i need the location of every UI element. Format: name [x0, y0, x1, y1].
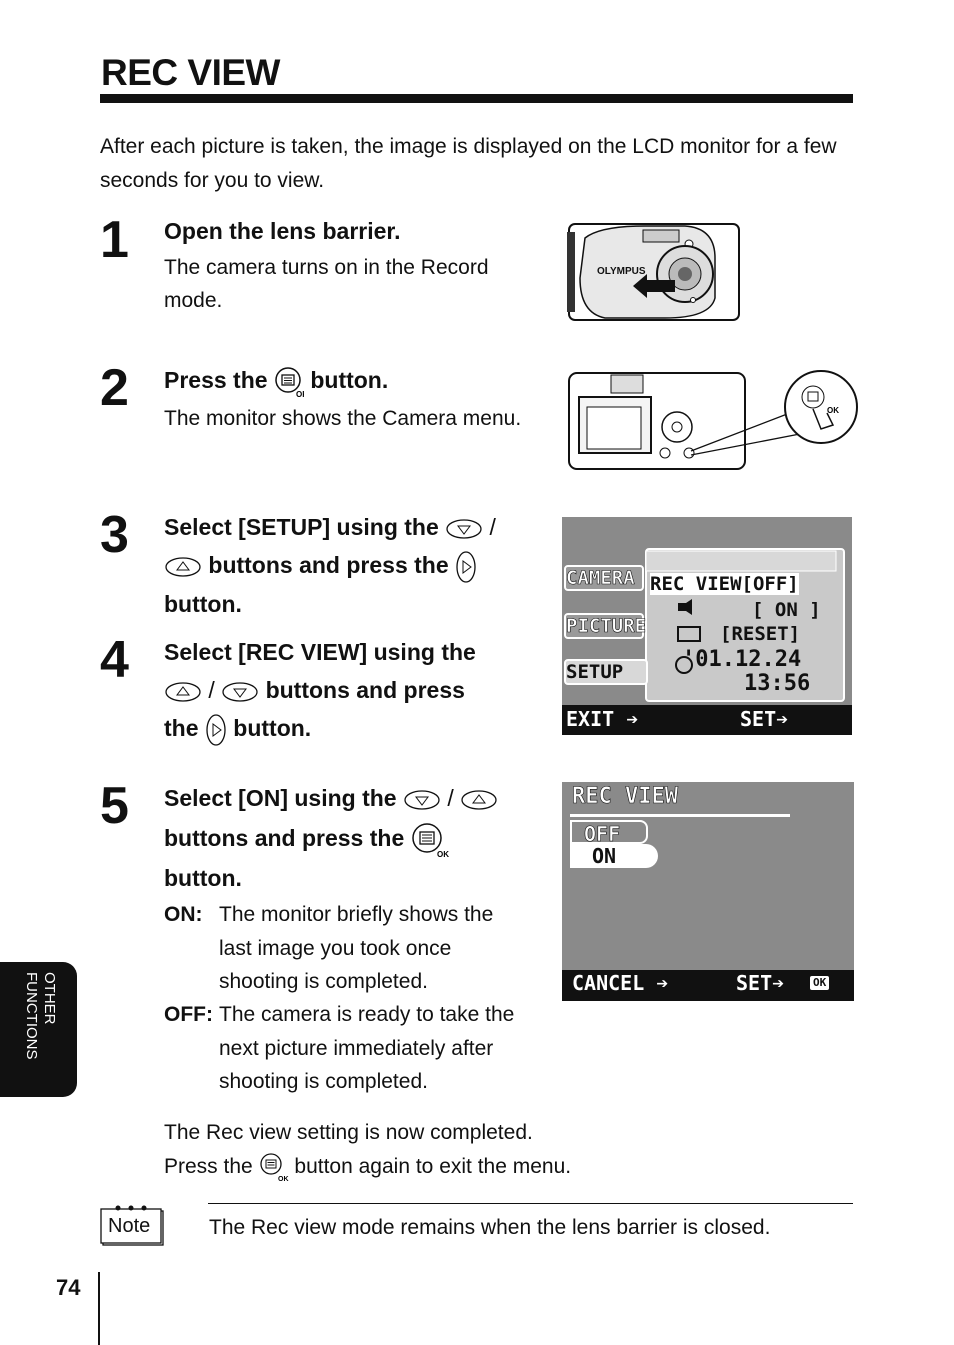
step-4-line-2-text: buttons and press	[265, 677, 465, 703]
section-side-tab: OTHER FUNCTIONS	[0, 962, 77, 1097]
lcd-row-icons	[675, 599, 701, 674]
step-1-heading: Open the lens barrier.	[164, 218, 401, 244]
lcd2-option-on: ON	[570, 844, 658, 868]
option-off-label: OFF:	[164, 1003, 213, 1026]
up-button-icon	[165, 557, 201, 577]
lcd-tab-camera: CAMERA	[564, 565, 644, 591]
down-button-icon	[404, 790, 440, 810]
camera-back-illustration: OK	[568, 370, 858, 470]
right-button-icon	[456, 551, 476, 583]
step-5-line-2-text: buttons and press the	[164, 825, 405, 851]
completion-line-2-pre: Press the	[164, 1155, 253, 1178]
step-2-heading: Press the OK button.	[164, 361, 388, 399]
step-4-number: 4	[100, 631, 129, 689]
step-2-body: The monitor shows the Camera menu.	[164, 407, 522, 430]
lcd2-footer	[562, 970, 854, 1001]
lcd-exit-label: EXIT ➔	[566, 707, 639, 731]
lcd-row-date: '01.12.24	[682, 647, 802, 672]
lcd-setup-menu: CAMERA PICTURE SETUP REC VIEW[OFF] [ ON …	[562, 517, 852, 735]
lcd2-option-off: OFF	[570, 820, 648, 846]
lcd-row-reset: [RESET]	[720, 623, 801, 645]
option-on-line: The monitor briefly shows the	[219, 903, 494, 926]
page-number-rule	[98, 1272, 100, 1345]
intro-text: After each picture is taken, the image i…	[100, 135, 837, 192]
note-badge-label: Note	[108, 1215, 151, 1237]
lcd2-set-label: SET➔	[736, 971, 785, 995]
lcd-recview-menu: REC VIEW OFF ON CANCEL ➔ SET➔ OK	[562, 782, 854, 1001]
menu-ok-button-icon: OK	[411, 823, 449, 858]
lcd2-title: REC VIEW	[572, 784, 679, 810]
completion-line-2: Press the OK button again to exit the me…	[164, 1150, 724, 1183]
lcd-row-recview: REC VIEW[OFF]	[650, 573, 799, 595]
step-3-line-1-text: Select [SETUP] using the	[164, 514, 439, 540]
menu-ok-button-icon: OK	[275, 367, 304, 398]
note-text: The Rec view mode remains when the lens …	[209, 1216, 771, 1239]
note-badge: Note	[100, 1203, 166, 1247]
svg-text:OK: OK	[278, 1176, 289, 1182]
option-off-line: shooting is completed.	[219, 1070, 428, 1093]
step-2-heading-post: button.	[310, 367, 389, 393]
camera-ok-text: OK	[827, 406, 839, 415]
step-5-line-1: Select [ON] using the /	[164, 779, 498, 817]
lcd-row-on: [ ON ]	[752, 599, 821, 621]
section-side-tab-label: OTHER FUNCTIONS	[23, 972, 58, 1060]
lcd-set-label: SET➔	[740, 707, 789, 731]
slash-text: /	[208, 677, 215, 703]
step-5-line-2: buttons and press the OK	[164, 819, 453, 858]
page-number: 74	[56, 1275, 81, 1300]
camera-brand-text: OLYMPUS	[597, 266, 646, 277]
down-button-icon	[446, 519, 482, 539]
option-off-line: The camera is ready to take the	[219, 1003, 515, 1026]
step-3-line-2: buttons and press the	[164, 546, 477, 584]
page-title: REC VIEW	[101, 52, 280, 93]
completion-line-2-post: button again to exit the menu.	[294, 1155, 572, 1178]
down-button-icon	[222, 682, 258, 702]
option-off: OFF: The camera is ready to take the next…	[164, 998, 554, 1099]
step-3-line-2-text: buttons and press the	[208, 552, 449, 578]
option-on-label: ON:	[164, 903, 203, 926]
step-2-heading-pre: Press the	[164, 367, 268, 393]
step-3-line-1: Select [SETUP] using the /	[164, 508, 496, 546]
step-4-line-1: Select [REC VIEW] using the	[164, 639, 476, 665]
slash-text: /	[447, 785, 454, 811]
option-on: ON: The monitor briefly shows the last im…	[164, 898, 544, 999]
step-5-number: 5	[100, 777, 129, 835]
slash-text: /	[489, 514, 496, 540]
lcd2-title-rule	[570, 814, 790, 817]
option-off-line: next picture immediately after	[219, 1036, 494, 1060]
note-rule	[208, 1203, 853, 1204]
option-on-line: shooting is completed.	[219, 970, 428, 993]
step-4-line-3: the button.	[164, 709, 311, 747]
step-4-line-2: / buttons and press	[164, 671, 465, 709]
camera-front-illustration: OLYMPUS	[567, 223, 740, 321]
lcd-tab-picture: PICTURE	[564, 613, 647, 639]
step-1-number: 1	[100, 211, 129, 269]
step-5-line-1-text: Select [ON] using the	[164, 785, 397, 811]
svg-text:OK: OK	[296, 390, 304, 398]
step-3-number: 3	[100, 506, 129, 564]
title-rule	[100, 94, 853, 103]
option-on-line: last image you took once	[219, 936, 452, 960]
lcd2-ok-badge: OK	[810, 976, 830, 990]
svg-text:OK: OK	[437, 850, 449, 858]
lcd-row-time: 13:56	[744, 671, 811, 696]
up-button-icon	[461, 790, 497, 810]
step-3-line-3: button.	[164, 591, 242, 617]
step-5-line-3: button.	[164, 865, 242, 891]
step-2-number: 2	[100, 359, 129, 417]
step-4-line-3-pre: the	[164, 715, 199, 741]
up-button-icon	[165, 682, 201, 702]
lcd-tab-setup: SETUP	[564, 659, 648, 685]
lcd2-cancel-label: CANCEL ➔	[572, 971, 669, 995]
right-button-icon	[206, 714, 226, 746]
menu-ok-button-icon: OK	[259, 1153, 289, 1182]
step-4-line-3-post: button.	[233, 715, 312, 741]
step-1-body: The camera turns on in the Record mode.	[164, 256, 489, 312]
completion-line-1: The Rec view setting is now completed.	[164, 1121, 533, 1144]
